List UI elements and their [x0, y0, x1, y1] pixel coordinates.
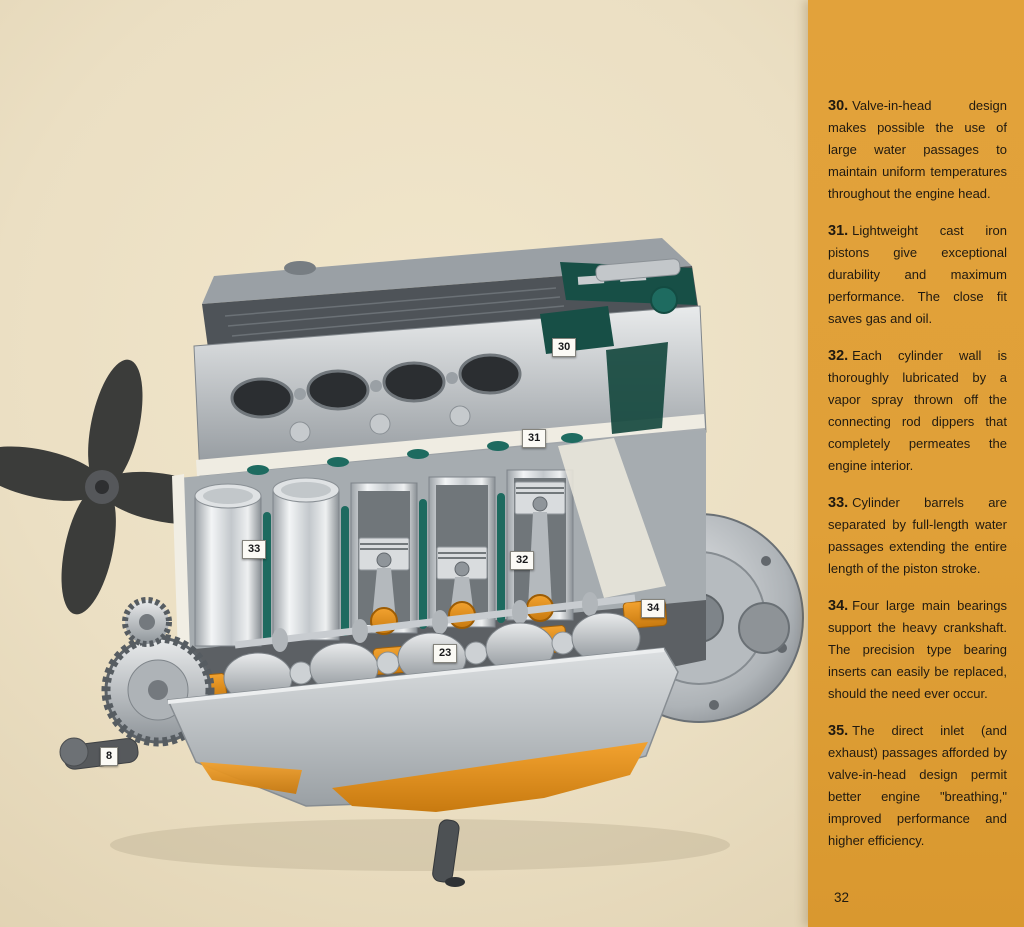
note-text: The direct inlet (and exhaust) passages … — [828, 723, 1007, 848]
right-cut-plane — [558, 438, 666, 598]
water-outlet — [595, 258, 681, 314]
green-interior-panel — [606, 342, 668, 434]
callout-label-8: 8 — [100, 747, 119, 766]
callout-label-34: 34 — [641, 599, 666, 618]
note-text: Valve-in-head design makes possible the … — [828, 98, 1007, 201]
note-number: 30. — [828, 98, 849, 114]
note-number: 31. — [828, 223, 849, 239]
engine-cutaway-drawing — [0, 238, 804, 887]
sidebar-note-30: 30.Valve-in-head design makes possible t… — [828, 95, 1007, 205]
sidebar-note-35: 35.The direct inlet (and exhaust) passag… — [828, 720, 1007, 852]
callout-label-30: 30 — [552, 338, 577, 357]
sidebar-note-33: 33.Cylinder barrels are separated by ful… — [828, 492, 1007, 580]
note-text: Cylinder barrels are separated by full-l… — [828, 495, 1007, 576]
page-number: 32 — [834, 890, 850, 905]
valve-cover — [202, 238, 698, 348]
note-number: 35. — [828, 723, 849, 739]
note-number: 32. — [828, 348, 849, 364]
gasket-cut-plane — [196, 414, 705, 476]
note-text: Lightweight cast iron pistons give excep… — [828, 223, 1007, 326]
oil-pan — [166, 647, 679, 887]
engine-cutaway-illustration: 30 31 33 32 23 34 8 — [0, 238, 804, 887]
note-text: Four large main bearings support the hea… — [828, 598, 1007, 701]
sidebar-note-31: 31.Lightweight cast iron pistons give ex… — [828, 220, 1007, 330]
callout-label-33: 33 — [242, 540, 267, 559]
sidebar-panel: 30.Valve-in-head design makes possible t… — [808, 0, 1024, 927]
note-number: 34. — [828, 598, 849, 614]
sidebar-note-32: 32.Each cylinder wall is thoroughly lubr… — [828, 345, 1007, 477]
note-text: Each cylinder wall is thoroughly lubrica… — [828, 348, 1007, 473]
callout-label-23: 23 — [433, 644, 458, 663]
callout-label-31: 31 — [522, 429, 547, 448]
sidebar-note-34: 34.Four large main bearings support the … — [828, 595, 1007, 705]
callout-label-32: 32 — [510, 551, 535, 570]
note-number: 33. — [828, 495, 849, 511]
ground-shadow — [110, 819, 730, 871]
cylinder-barrels — [194, 477, 505, 647]
pistons-and-rods — [350, 469, 574, 635]
